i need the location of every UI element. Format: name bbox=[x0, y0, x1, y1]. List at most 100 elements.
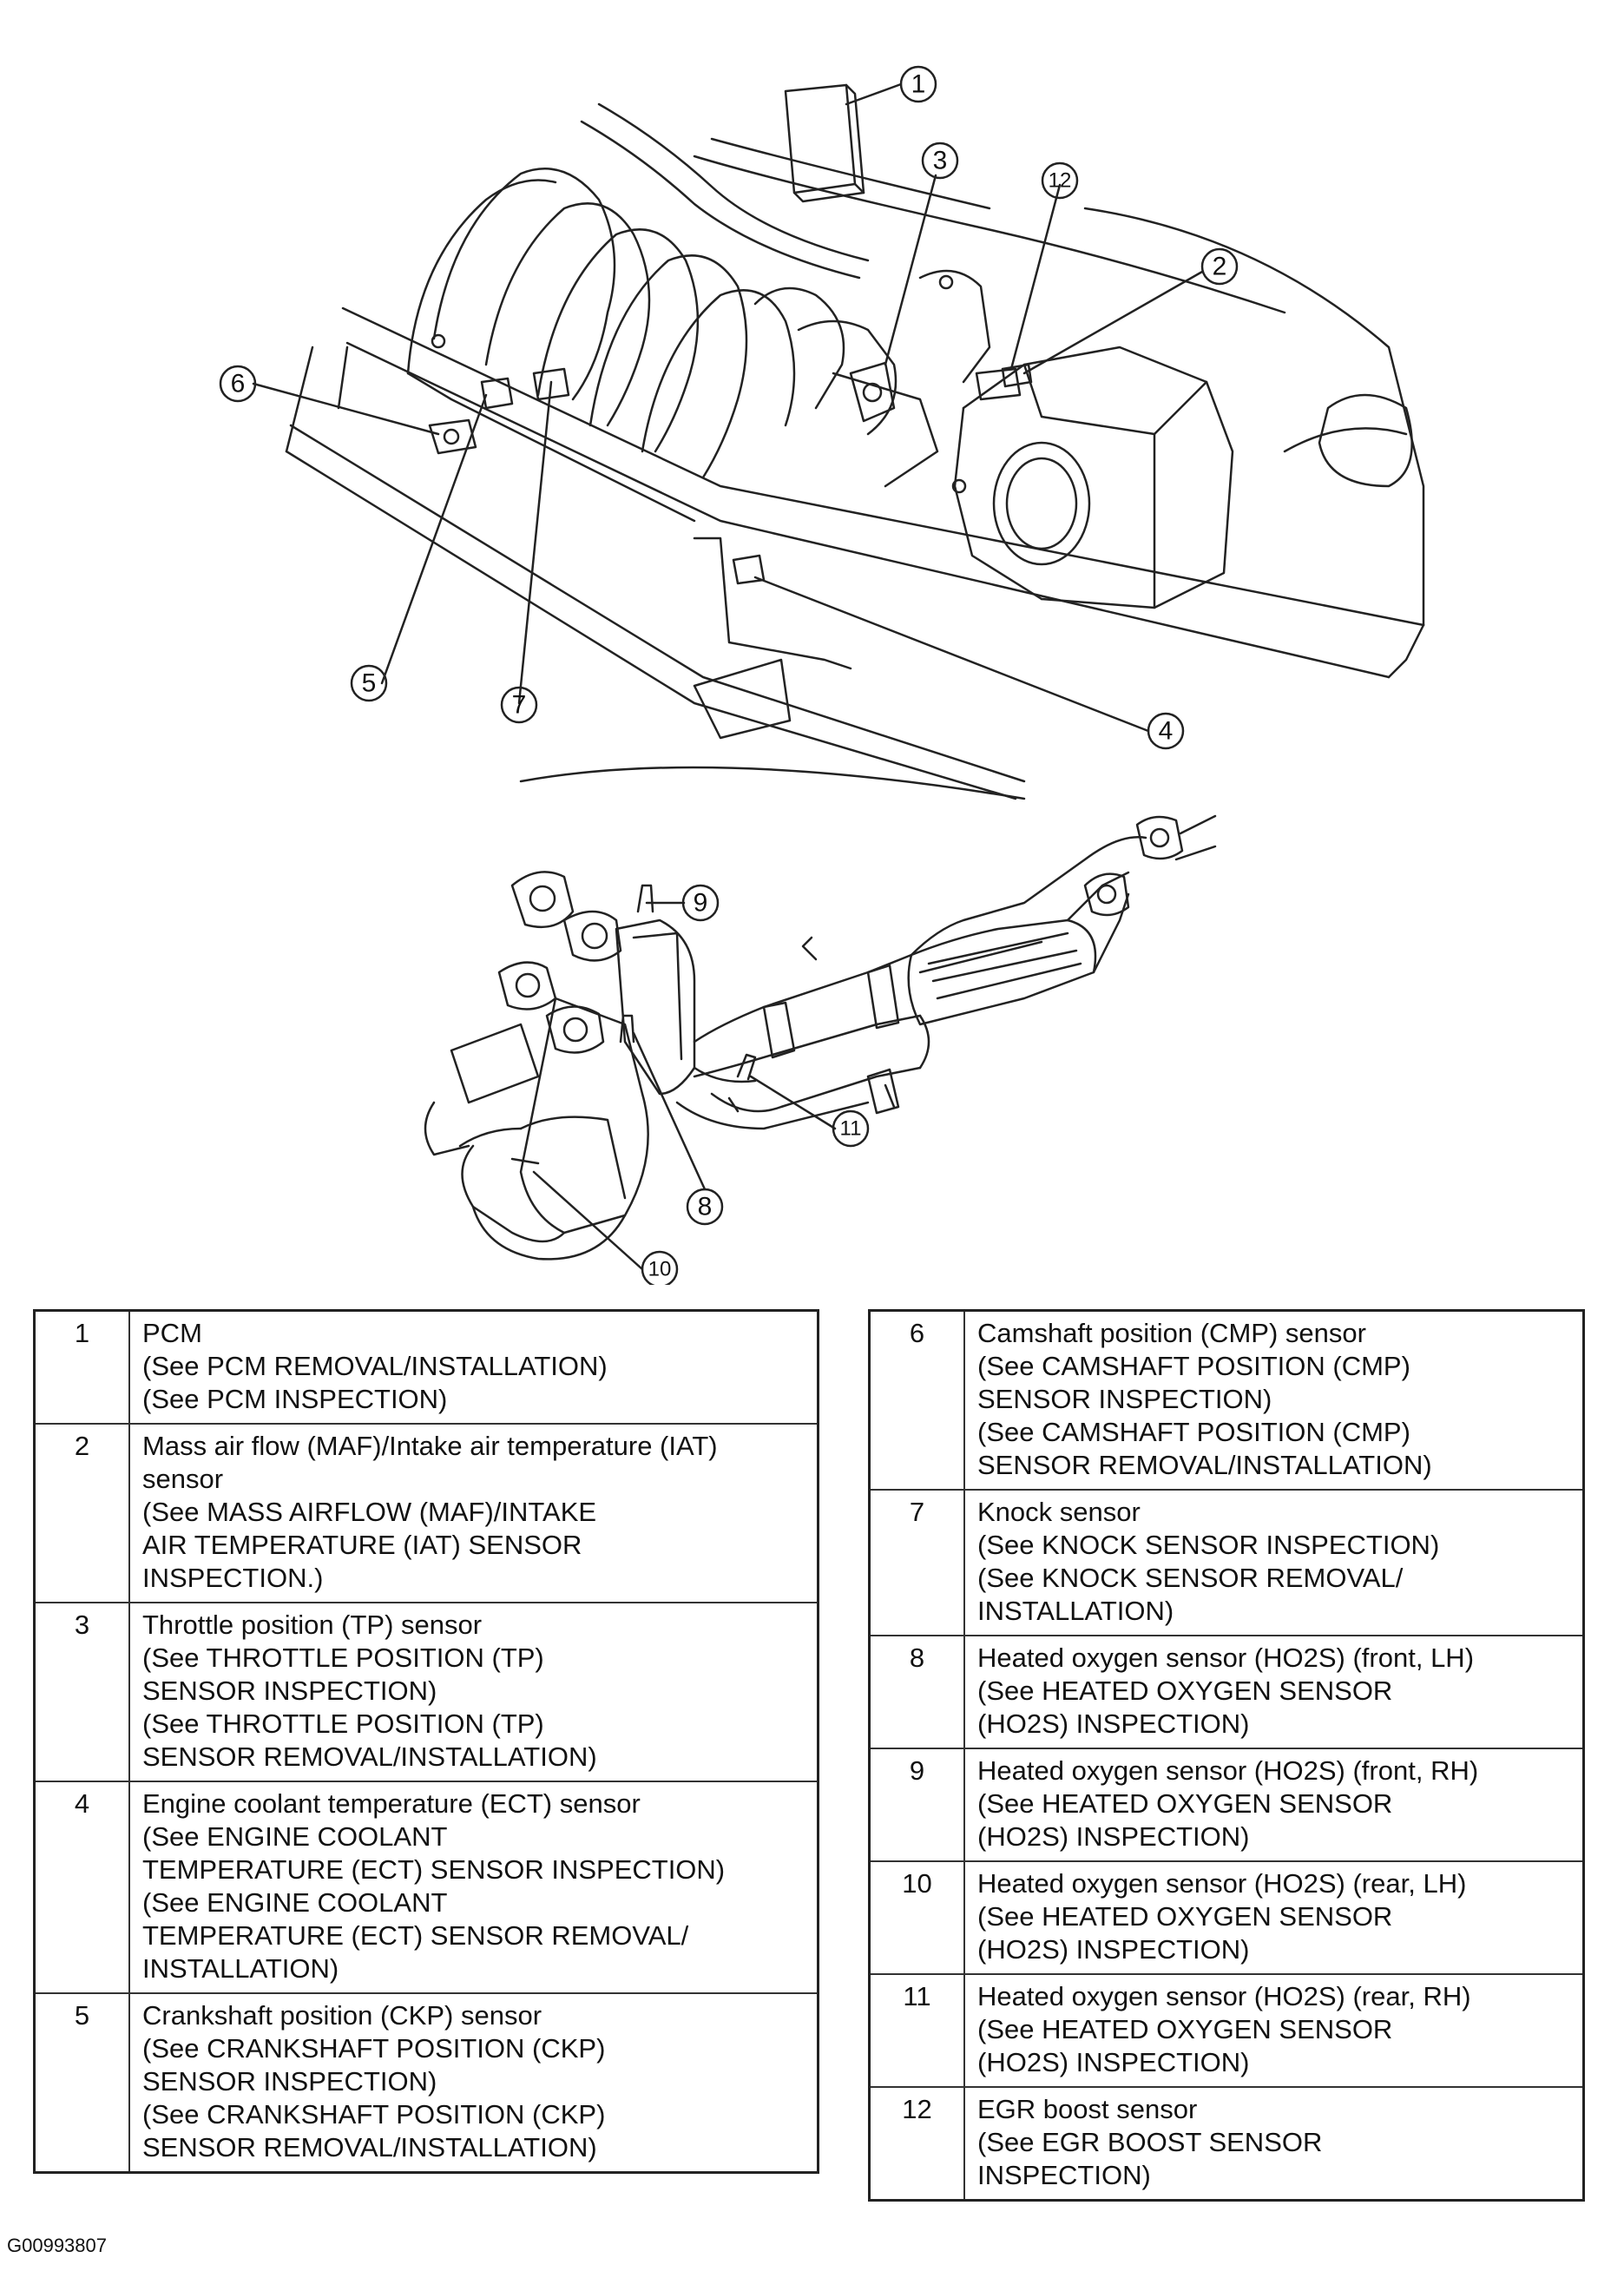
description-line: SENSOR INSPECTION) bbox=[142, 1675, 437, 1706]
description-line: (See CRANKSHAFT POSITION (CKP) bbox=[142, 2099, 606, 2130]
description-line: (See CAMSHAFT POSITION (CMP) bbox=[977, 1417, 1410, 1447]
description-line: SENSOR INSPECTION) bbox=[977, 1384, 1272, 1414]
callout-5: 5 bbox=[362, 669, 377, 698]
description-line: PCM bbox=[142, 1318, 202, 1348]
description-line: EGR boost sensor bbox=[977, 2094, 1198, 2124]
item-number: 10 bbox=[868, 1860, 965, 1975]
item-description: Heated oxygen sensor (HO2S) (front, LH)(… bbox=[963, 1635, 1585, 1749]
description-line: (HO2S) INSPECTION) bbox=[977, 1821, 1250, 1852]
description-line: Mass air flow (MAF)/Intake air temperatu… bbox=[142, 1431, 718, 1461]
item-description: PCM(See PCM REMOVAL/INSTALLATION)(See PC… bbox=[128, 1309, 819, 1425]
callout-6: 6 bbox=[231, 370, 246, 398]
item-number: 3 bbox=[33, 1602, 130, 1782]
description-line: sensor bbox=[142, 1464, 224, 1494]
callout-8: 8 bbox=[698, 1193, 713, 1221]
item-description: Crankshaft position (CKP) sensor(See CRA… bbox=[128, 1992, 819, 2174]
item-number: 1 bbox=[33, 1309, 130, 1425]
description-line: (See ENGINE COOLANT bbox=[142, 1887, 448, 1918]
description-line: (See PCM INSPECTION) bbox=[142, 1384, 448, 1414]
exhaust-illustration bbox=[424, 814, 1217, 1261]
description-line: SENSOR REMOVAL/INSTALLATION) bbox=[142, 2132, 597, 2163]
description-line: SENSOR REMOVAL/INSTALLATION) bbox=[977, 1450, 1432, 1480]
callout-7: 7 bbox=[512, 691, 527, 720]
item-number: 4 bbox=[33, 1781, 130, 1994]
item-number: 5 bbox=[33, 1992, 130, 2174]
callout-2: 2 bbox=[1213, 253, 1227, 281]
description-line: (See HEATED OXYGEN SENSOR bbox=[977, 1675, 1393, 1706]
item-description: Mass air flow (MAF)/Intake air temperatu… bbox=[128, 1423, 819, 1603]
description-line: Camshaft position (CMP) sensor bbox=[977, 1318, 1366, 1348]
item-description: Camshaft position (CMP) sensor(See CAMSH… bbox=[963, 1309, 1585, 1491]
description-line: (HO2S) INSPECTION) bbox=[977, 1708, 1250, 1739]
description-line: INSPECTION.) bbox=[142, 1563, 324, 1593]
description-line: Throttle position (TP) sensor bbox=[142, 1610, 483, 1640]
description-line: (See HEATED OXYGEN SENSOR bbox=[977, 1901, 1393, 1932]
item-description: Throttle position (TP) sensor(See THROTT… bbox=[128, 1602, 819, 1782]
item-number: 9 bbox=[868, 1748, 965, 1862]
description-line: (See HEATED OXYGEN SENSOR bbox=[977, 1788, 1393, 1819]
table-row: 2 Mass air flow (MAF)/Intake air temperat… bbox=[33, 1423, 819, 1603]
item-description: Knock sensor(See KNOCK SENSOR INSPECTION… bbox=[963, 1489, 1585, 1636]
item-description: Heated oxygen sensor (HO2S) (rear, RH)(S… bbox=[963, 1973, 1585, 2088]
item-number: 8 bbox=[868, 1635, 965, 1749]
callout-1: 1 bbox=[911, 70, 926, 99]
leader-lines bbox=[252, 82, 1204, 1271]
description-line: SENSOR REMOVAL/INSTALLATION) bbox=[142, 1741, 597, 1772]
description-line: Heated oxygen sensor (HO2S) (rear, LH) bbox=[977, 1868, 1467, 1899]
callout-circles bbox=[219, 65, 1239, 1285]
description-line: Knock sensor bbox=[977, 1497, 1141, 1527]
description-line: INSTALLATION) bbox=[142, 1953, 339, 1984]
description-line: TEMPERATURE (ECT) SENSOR REMOVAL/ bbox=[142, 1920, 689, 1951]
description-line: (See KNOCK SENSOR REMOVAL/ bbox=[977, 1563, 1404, 1593]
item-description: Heated oxygen sensor (HO2S) (front, RH)(… bbox=[963, 1748, 1585, 1862]
description-line: (HO2S) INSPECTION) bbox=[977, 1934, 1250, 1965]
callout-9: 9 bbox=[694, 889, 708, 918]
description-line: (See THROTTLE POSITION (TP) bbox=[142, 1708, 544, 1739]
description-line: (See PCM REMOVAL/INSTALLATION) bbox=[142, 1351, 608, 1381]
description-line: Heated oxygen sensor (HO2S) (rear, RH) bbox=[977, 1981, 1471, 2011]
item-number: 12 bbox=[868, 2086, 965, 2202]
description-line: AIR TEMPERATURE (IAT) SENSOR bbox=[142, 1530, 582, 1560]
description-line: Heated oxygen sensor (HO2S) (front, RH) bbox=[977, 1755, 1479, 1786]
description-line: (See KNOCK SENSOR INSPECTION) bbox=[977, 1530, 1440, 1560]
description-line: (See THROTTLE POSITION (TP) bbox=[142, 1643, 544, 1673]
description-line: Engine coolant temperature (ECT) sensor bbox=[142, 1788, 641, 1819]
callout-10: 10 bbox=[648, 1258, 672, 1281]
description-line: (See CRANKSHAFT POSITION (CKP) bbox=[142, 2033, 606, 2064]
item-description: Engine coolant temperature (ECT) sensor(… bbox=[128, 1781, 819, 1994]
callout-3: 3 bbox=[933, 147, 948, 175]
description-line: (HO2S) INSPECTION) bbox=[977, 2047, 1250, 2077]
description-line: SENSOR INSPECTION) bbox=[142, 2066, 437, 2097]
description-line: Heated oxygen sensor (HO2S) (front, LH) bbox=[977, 1643, 1475, 1673]
description-line: (See HEATED OXYGEN SENSOR bbox=[977, 2014, 1393, 2044]
description-line: (See EGR BOOST SENSOR bbox=[977, 2127, 1323, 2157]
item-description: Heated oxygen sensor (HO2S) (rear, LH)(S… bbox=[963, 1860, 1585, 1975]
engine-sensor-location-diagram: 1 2 3 4 5 6 7 8 9 10 11 12 bbox=[219, 65, 1425, 1285]
item-number: 2 bbox=[33, 1423, 130, 1603]
description-line: (See CAMSHAFT POSITION (CMP) bbox=[977, 1351, 1410, 1381]
description-line: INSTALLATION) bbox=[977, 1596, 1174, 1626]
callout-4: 4 bbox=[1159, 717, 1174, 746]
description-line: Crankshaft position (CKP) sensor bbox=[142, 2000, 542, 2031]
callout-12: 12 bbox=[1049, 169, 1072, 193]
description-line: (See ENGINE COOLANT bbox=[142, 1821, 448, 1852]
callout-11: 11 bbox=[840, 1117, 862, 1141]
item-number: 11 bbox=[868, 1973, 965, 2088]
description-line: TEMPERATURE (ECT) SENSOR INSPECTION) bbox=[142, 1854, 726, 1885]
item-number: 7 bbox=[868, 1489, 965, 1636]
diagram-svg: 1 2 3 4 5 6 7 8 9 10 11 12 bbox=[219, 65, 1425, 1285]
